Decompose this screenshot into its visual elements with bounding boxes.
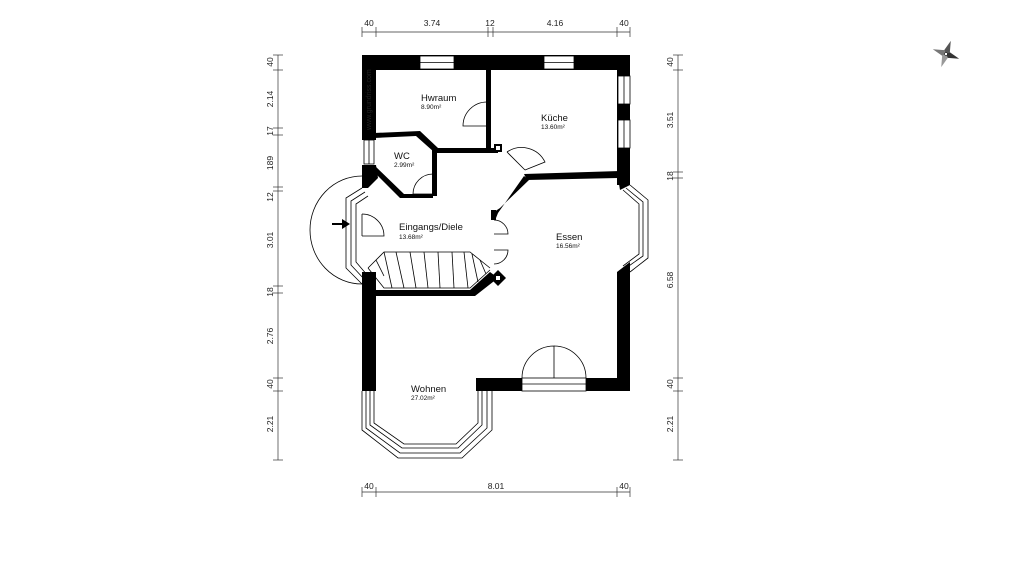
dimension-labels-right: 40 3.51 18 6.58 40 2.21: [665, 57, 675, 432]
dimension-labels-left: 40 2.14 17 189 12 3.01 18 2.76 40 2.21: [265, 57, 275, 432]
dim-bottom-2: 8.01: [488, 481, 505, 491]
room-name-diele: Eingangs/Diele: [399, 222, 463, 233]
dim-top-4: 4.16: [547, 18, 564, 28]
room-name-wohnen: Wohnen: [411, 384, 446, 395]
room-area-diele: 13.68m²: [399, 234, 424, 241]
room-name-wc: WC: [394, 151, 410, 162]
dim-left-9: 40: [265, 379, 275, 389]
dim-right-6: 2.21: [665, 415, 675, 432]
dim-left-3: 17: [265, 126, 275, 136]
dim-right-5: 40: [665, 379, 675, 389]
dim-right-3: 18: [665, 171, 675, 181]
dim-top-2: 3.74: [424, 18, 441, 28]
dim-left-1: 40: [265, 57, 275, 67]
dim-right-4: 6.58: [665, 271, 675, 288]
room-labels: Hwraum 8.90m² Küche 13.60m² WC 2.99m² Ei…: [394, 93, 582, 402]
dimension-labels-bottom: 40 8.01 40: [364, 481, 629, 491]
windows: [345, 55, 649, 459]
dim-bottom-1: 40: [364, 481, 374, 491]
room-area-wc: 2.99m²: [394, 162, 415, 169]
dim-top-5: 40: [619, 18, 629, 28]
dim-left-8: 2.76: [265, 327, 275, 344]
dim-left-2: 2.14: [265, 90, 275, 107]
entrance-arrow-icon: [332, 219, 350, 229]
watermark-text: www.grundriss.com: [366, 69, 373, 131]
staircase: [367, 251, 491, 289]
room-name-hwraum: Hwraum: [421, 93, 456, 104]
room-area-wohnen: 27.02m²: [411, 395, 436, 402]
room-name-essen: Essen: [556, 232, 582, 243]
room-area-essen: 16.56m²: [556, 243, 581, 250]
dim-right-2: 3.51: [665, 111, 675, 128]
dim-left-5: 12: [265, 192, 275, 202]
dim-right-1: 40: [665, 57, 675, 67]
dim-bottom-3: 40: [619, 481, 629, 491]
dimension-labels-top: 40 3.74 12 4.16 40: [364, 18, 629, 28]
room-area-kueche: 13.60m²: [541, 124, 566, 131]
dim-left-10: 2.21: [265, 415, 275, 432]
compass-rose-icon: [932, 40, 960, 68]
dim-left-7: 18: [265, 287, 275, 297]
porch-arc: [309, 175, 363, 285]
dimension-lines: [273, 27, 683, 497]
room-name-kueche: Küche: [541, 113, 568, 124]
room-area-hwraum: 8.90m²: [421, 104, 442, 111]
dim-top-3: 12: [485, 18, 495, 28]
dim-top-1: 40: [364, 18, 374, 28]
dim-left-6: 3.01: [265, 231, 275, 248]
doors: [361, 101, 587, 392]
dim-left-4: 189: [265, 156, 275, 170]
